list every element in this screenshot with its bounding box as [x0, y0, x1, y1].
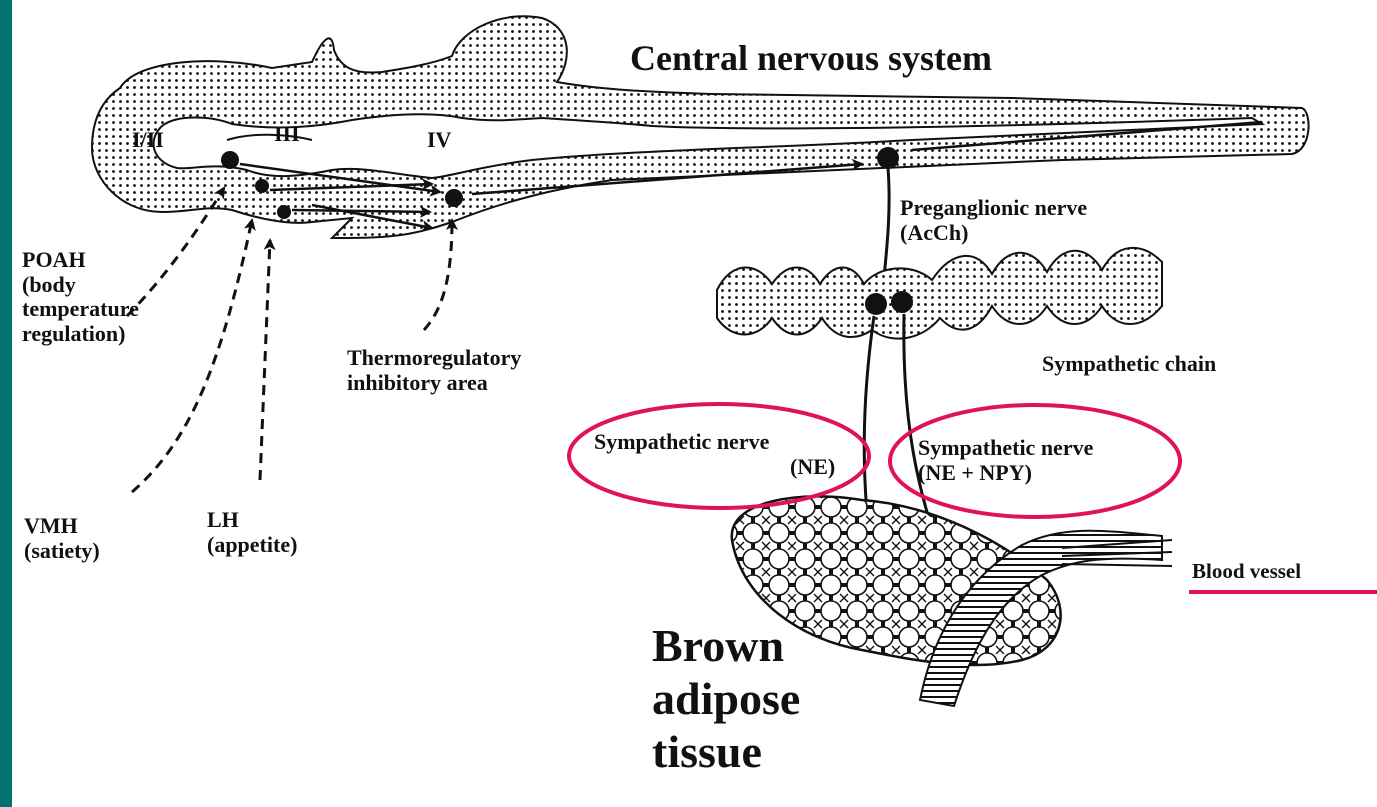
- lh-line1: LH: [207, 508, 297, 533]
- poah-line2: (body: [22, 273, 139, 298]
- vmh-line2: (satiety): [24, 539, 100, 564]
- symp1-line1: Sympathetic nerve: [594, 430, 835, 455]
- vmh-line1: VMH: [24, 514, 100, 539]
- sympathetic-chain: [717, 248, 1162, 339]
- symp2-line1: Sympathetic nerve: [918, 436, 1093, 461]
- bat-line2: adipose: [652, 673, 800, 726]
- symp1-line2: (NE): [594, 455, 835, 480]
- thermo-line1: Thermoregulatory: [347, 346, 521, 371]
- pregang-line1: Preganglionic nerve: [900, 196, 1087, 221]
- blood-vessel-label: Blood vessel: [1192, 560, 1301, 584]
- sympathetic-nerve-npy-label: Sympathetic nerve (NE + NPY): [918, 436, 1093, 485]
- poah-line1: POAH: [22, 248, 139, 273]
- bat-line3: tissue: [652, 726, 800, 779]
- thermo-line2: inhibitory area: [347, 371, 521, 396]
- lh-line2: (appetite): [207, 533, 297, 558]
- region-label-3: III: [274, 122, 300, 147]
- poah-label: POAH (body temperature regulation): [22, 248, 139, 347]
- thermoregulatory-label: Thermoregulatory inhibitory area: [347, 346, 521, 395]
- region-label-4: IV: [427, 128, 451, 153]
- poah-line3: temperature: [22, 297, 139, 322]
- bat-line1: Brown: [652, 620, 800, 673]
- diagram-title: Central nervous system: [630, 38, 992, 78]
- sympathetic-nerve-ne-label: Sympathetic nerve (NE): [594, 430, 835, 479]
- symp2-line2: (NE + NPY): [918, 461, 1093, 486]
- sympathetic-chain-label: Sympathetic chain: [1042, 352, 1216, 377]
- diagram-canvas: Central nervous system I/II III IV POAH …: [12, 0, 1377, 807]
- pregang-line2: (AcCh): [900, 221, 1087, 246]
- brown-adipose-tissue-label: Brown adipose tissue: [652, 620, 800, 779]
- preganglionic-label: Preganglionic nerve (AcCh): [900, 196, 1087, 245]
- lh-label: LH (appetite): [207, 508, 297, 557]
- region-label-1-2: I/II: [132, 128, 164, 153]
- vmh-label: VMH (satiety): [24, 514, 100, 563]
- poah-line4: regulation): [22, 322, 139, 347]
